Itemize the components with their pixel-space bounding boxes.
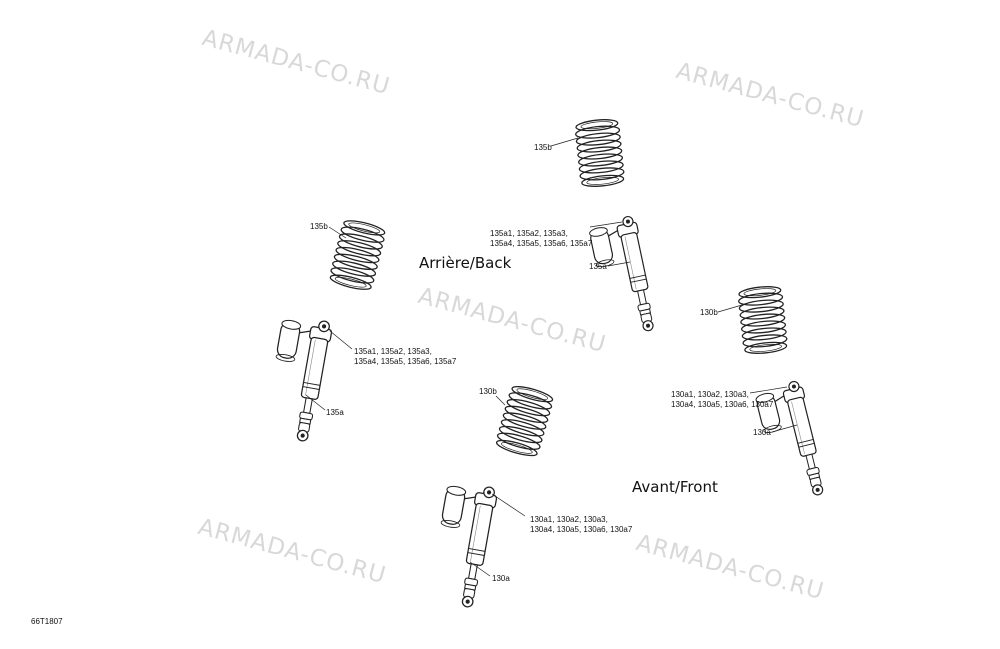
label-135a-left: 135a xyxy=(326,408,344,417)
leader-130-parts-right xyxy=(749,386,788,394)
label-135b-left: 135b xyxy=(310,222,328,231)
label-135-parts-left-1: 135a1, 135a2, 135a3, xyxy=(354,347,432,356)
label-130a-bottom: 130a xyxy=(492,574,510,583)
shock-135a-left xyxy=(261,313,334,444)
section-title-front: Avant/Front xyxy=(632,478,718,496)
leader-130-parts-bottom xyxy=(491,493,526,517)
label-135-parts-top-2: 135a4, 135a5, 135a6, 135a7 xyxy=(490,239,593,248)
drawing-code: 66T1807 xyxy=(31,617,63,626)
leader-135-parts-top xyxy=(589,221,623,228)
label-135a-top: 135a xyxy=(589,262,607,271)
label-130-parts-bottom-2: 130a4, 130a5, 130a6, 130a7 xyxy=(530,525,633,534)
label-135-parts-top-1: 135a1, 135a2, 135a3, xyxy=(490,229,568,238)
spring-130b-right xyxy=(736,284,789,356)
label-135b-top: 135b xyxy=(534,143,552,152)
leader-135b-left xyxy=(328,226,347,239)
leader-130a-bottom xyxy=(469,561,491,577)
label-130b-right: 130b xyxy=(700,308,718,317)
shock-135a-top xyxy=(587,214,660,340)
leader-135-parts-left xyxy=(329,330,353,350)
leader-135a-top xyxy=(607,261,631,267)
spring-135b-top xyxy=(573,117,626,189)
label-130b-center: 130b xyxy=(479,387,497,396)
shock-130a-bottom xyxy=(426,479,499,610)
leader-130b-right xyxy=(717,304,743,313)
shock-130a-right xyxy=(753,379,830,505)
label-135-parts-left-2: 135a4, 135a5, 135a6, 135a7 xyxy=(354,357,457,366)
spring-130b-center xyxy=(493,382,556,460)
leader-135b-top xyxy=(550,137,579,147)
label-130-parts-bottom-1: 130a1, 130a2, 130a3, xyxy=(530,515,608,524)
leader-135a-left xyxy=(305,394,326,411)
label-130-parts-right-1: 130a1, 130a2, 130a3, xyxy=(671,390,749,399)
leader-130b-center xyxy=(495,395,506,406)
label-130-parts-right-2: 130a4, 130a5, 130a6, 130a7 xyxy=(671,400,774,409)
label-130a-right: 130a xyxy=(753,428,771,437)
spring-135b-left xyxy=(327,217,388,294)
section-title-back: Arrière/Back xyxy=(419,254,512,272)
leader-130a-right xyxy=(771,424,798,433)
